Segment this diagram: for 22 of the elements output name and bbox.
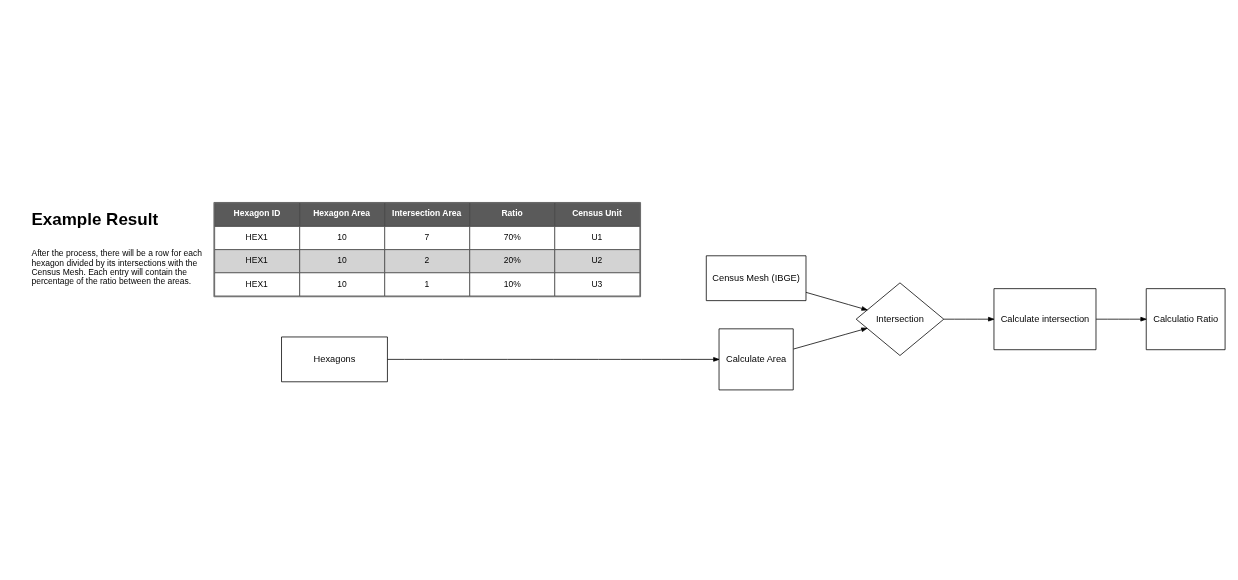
- label: Census Unit: [572, 208, 622, 219]
- label: Intersection Area: [392, 208, 462, 219]
- label: U2: [591, 255, 603, 266]
- label: 10: [337, 255, 347, 266]
- label: Hexagon Area: [313, 208, 371, 219]
- label: HEX1: [245, 255, 268, 266]
- label: Example Result: [31, 210, 159, 230]
- label: 2: [424, 255, 430, 266]
- label: 7: [424, 232, 430, 243]
- label: U3: [591, 278, 603, 289]
- label: HEX1: [245, 232, 268, 243]
- label: 70%: [503, 232, 521, 243]
- label: HEX1: [245, 278, 268, 289]
- label: Hexagon ID: [233, 208, 281, 219]
- label: U1: [591, 232, 603, 243]
- label: 10: [337, 232, 347, 243]
- label: 20%: [503, 255, 521, 266]
- label: Ratio: [501, 208, 523, 219]
- label: After the process, there will be a row for each hexagon divided by its intersections with the Census Mesh. Each entry will contain the percentage of the ratio between the areas.: [31, 248, 203, 287]
- label: 10: [337, 278, 347, 289]
- label: 1: [424, 278, 430, 289]
- label: 10%: [503, 278, 521, 289]
